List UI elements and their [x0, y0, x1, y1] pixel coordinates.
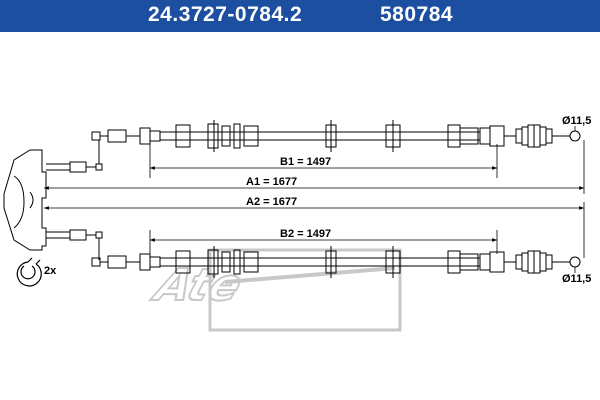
svg-text:Ate: Ate	[147, 259, 249, 311]
a2-label: A2 = 1677	[246, 196, 297, 208]
lower-cable	[91, 246, 581, 278]
technical-drawing: Ate	[3, 115, 591, 332]
dimension-b2	[149, 230, 498, 254]
alt-part-number: 580784	[380, 3, 454, 26]
diameter-bottom-label: Ø11,5	[562, 273, 591, 285]
a1-label: A1 = 1677	[246, 176, 297, 188]
diameter-top-label: Ø11,5	[562, 115, 591, 127]
dimension-a2	[44, 202, 585, 258]
b2-label: B2 = 1497	[280, 228, 331, 240]
center-bracket	[3, 140, 103, 260]
dimension-b1	[149, 144, 498, 178]
clip-quantity: 2x	[44, 265, 57, 277]
b1-label: B1 = 1497	[280, 156, 331, 168]
part-number: 24.3727-0784.2	[148, 3, 303, 26]
retaining-clip-icon	[16, 257, 42, 287]
upper-cable	[91, 120, 581, 152]
dimension-a1	[44, 140, 585, 194]
title-bar: 24.3727-0784.2 580784	[0, 0, 600, 32]
ate-watermark-logo: Ate	[146, 248, 402, 332]
